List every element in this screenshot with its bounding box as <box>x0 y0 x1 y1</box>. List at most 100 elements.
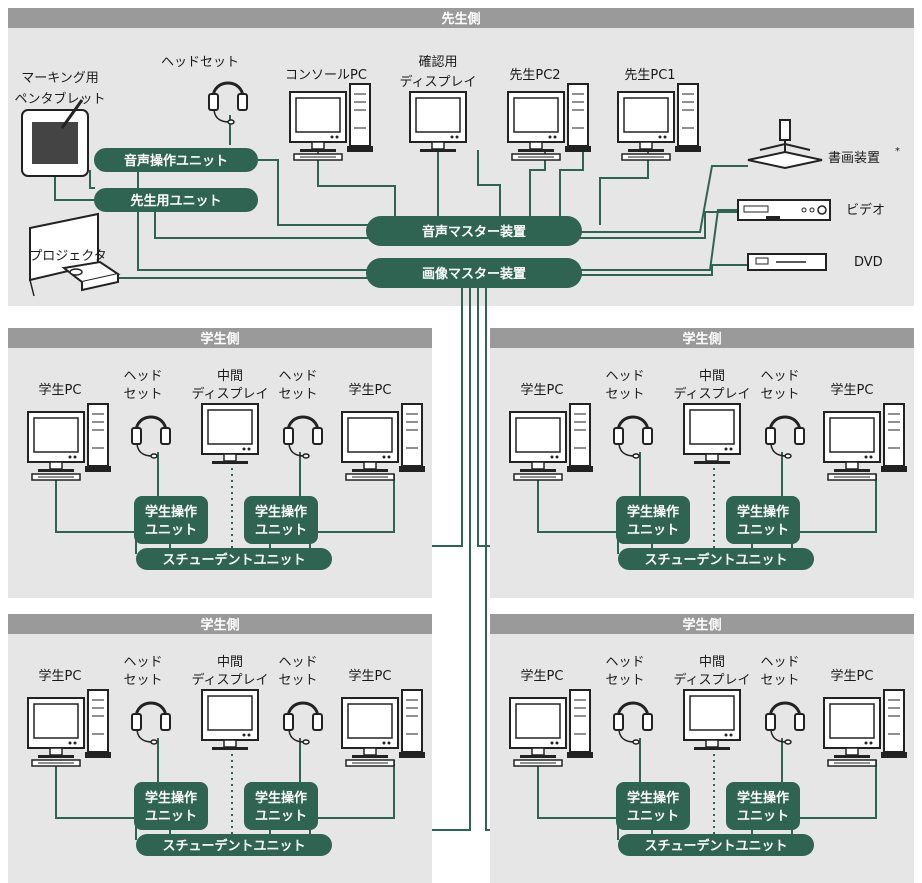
tablet-label-line1: マーキング用 <box>21 71 99 86</box>
student-op-unit-left-line2: ユニット <box>627 809 679 824</box>
teacher-pc2-label: 先生PC2 <box>509 68 560 83</box>
teacher-pc1-label: 先生PC1 <box>624 68 675 83</box>
audio-operation-unit <box>94 148 258 172</box>
student-op-unit-right <box>244 782 318 830</box>
student-op-unit-left-line2: ユニット <box>627 523 679 538</box>
middle-display-label-line2: ディスプレイ <box>191 672 268 688</box>
student-panel-title: 学生側 <box>682 617 721 633</box>
middle-display-icon <box>201 403 259 465</box>
video-master-device <box>366 258 582 288</box>
middle-display-label-line2: ディスプレイ <box>673 672 750 688</box>
student-unit-label: スチューデントユニット <box>162 838 305 854</box>
headset-left-label-line2: セット <box>123 673 162 688</box>
headset-right-label-line1: ヘッド <box>278 655 317 670</box>
confirm-display-label-line2: ディスプレイ <box>399 74 476 90</box>
student-op-unit-left <box>616 496 690 544</box>
middle-display-label-line1: 中間 <box>217 369 243 384</box>
student-op-unit-right-line1: 学生操作 <box>737 504 789 520</box>
video-master-label: 画像マスター装置 <box>422 266 526 282</box>
headset-left-label-line2: セット <box>605 673 644 688</box>
student-op-unit-left-line2: ユニット <box>145 523 197 538</box>
middle-display-label-line1: 中間 <box>217 655 243 670</box>
headset-left-label-line1: ヘッド <box>123 369 162 384</box>
video-label: ビデオ <box>846 202 885 218</box>
student-unit <box>136 834 332 856</box>
teacher-panel: 先生側 ヘッドセット マーキング用 ペンタブレット コンソールPC <box>8 8 914 306</box>
student-panel-title: 学生側 <box>200 617 239 633</box>
headset-left-label-line1: ヘッド <box>605 655 644 670</box>
student-op-unit-right <box>726 782 800 830</box>
student-op-unit-left-line1: 学生操作 <box>627 790 679 806</box>
student-op-unit-left-line1: 学生操作 <box>145 790 197 806</box>
confirm-display-icon <box>409 91 467 153</box>
audio-master-label: 音声マスター装置 <box>422 224 526 240</box>
student-pc-left-label: 学生PC <box>521 668 564 684</box>
student-unit <box>136 548 332 570</box>
student-unit-label: スチューデントユニット <box>162 552 305 568</box>
teacher-headset-label: ヘッドセット <box>161 55 239 70</box>
middle-display-icon <box>201 689 259 751</box>
student-pc-right-label: 学生PC <box>349 668 392 684</box>
student-op-unit-right-line2: ユニット <box>737 809 789 824</box>
dvd-player-icon <box>747 253 827 271</box>
student-op-unit-right-line1: 学生操作 <box>255 790 307 806</box>
headset-right-label-line1: ヘッド <box>760 369 799 384</box>
middle-display-label-line1: 中間 <box>699 655 725 670</box>
student-op-unit-left-line1: 学生操作 <box>145 504 197 520</box>
student-op-unit-right <box>244 496 318 544</box>
student-pc-left-label: 学生PC <box>39 668 82 684</box>
student-unit-label: スチューデントユニット <box>644 838 787 854</box>
student-op-unit-right <box>726 496 800 544</box>
student-pc-right-label: 学生PC <box>349 382 392 398</box>
student-op-unit-right-line1: 学生操作 <box>737 790 789 806</box>
headset-right-label-line1: ヘッド <box>278 369 317 384</box>
dvd-label: DVD <box>854 255 883 270</box>
document-camera-asterisk: * <box>895 146 900 157</box>
student-op-unit-left <box>134 496 208 544</box>
student-op-unit-right-line2: ユニット <box>737 523 789 538</box>
student-unit <box>618 548 814 570</box>
student-op-unit-left <box>134 782 208 830</box>
student-op-unit-left-line1: 学生操作 <box>627 504 679 520</box>
student-op-unit-left <box>616 782 690 830</box>
student-pc-left-label: 学生PC <box>39 382 82 398</box>
middle-display-icon <box>683 403 741 465</box>
pen-tablet-icon <box>21 99 89 177</box>
student-op-unit-right-line2: ユニット <box>255 809 307 824</box>
middle-display-label-line2: ディスプレイ <box>191 386 268 402</box>
student-op-unit-right-line2: ユニット <box>255 523 307 538</box>
audio-master-device <box>366 216 582 246</box>
middle-display-label-line2: ディスプレイ <box>673 386 750 402</box>
projector-label: プロジェクタ <box>29 249 106 264</box>
headset-right-label-line1: ヘッド <box>760 655 799 670</box>
middle-display-label-line1: 中間 <box>699 369 725 384</box>
headset-right-label-line2: セット <box>760 387 799 402</box>
teacher-unit <box>94 188 258 212</box>
document-camera-label: 書画装置 <box>828 151 880 166</box>
headset-right-label-line2: セット <box>760 673 799 688</box>
headset-right-label-line2: セット <box>278 387 317 402</box>
headset-left-label-line2: セット <box>123 387 162 402</box>
student-op-unit-right-line1: 学生操作 <box>255 504 307 520</box>
headset-right-label-line2: セット <box>278 673 317 688</box>
middle-display-icon <box>683 689 741 751</box>
student-panel-title: 学生側 <box>682 331 721 347</box>
teacher-unit-label: 先生用ユニット <box>130 193 221 209</box>
video-deck-icon <box>737 199 831 221</box>
audio-operation-unit-label: 音声操作ユニット <box>124 153 228 169</box>
student-pc-right-label: 学生PC <box>831 382 874 398</box>
projector-icon <box>29 212 121 297</box>
student-pc-left-label: 学生PC <box>521 382 564 398</box>
student-op-unit-left-line2: ユニット <box>145 809 197 824</box>
headset-left-label-line1: ヘッド <box>605 369 644 384</box>
confirm-display-label-line1: 確認用 <box>418 54 457 70</box>
student-pc-right-label: 学生PC <box>831 668 874 684</box>
student-unit <box>618 834 814 856</box>
headset-left-label-line1: ヘッド <box>123 655 162 670</box>
student-panel-title: 学生側 <box>200 331 239 347</box>
headset-left-label-line2: セット <box>605 387 644 402</box>
